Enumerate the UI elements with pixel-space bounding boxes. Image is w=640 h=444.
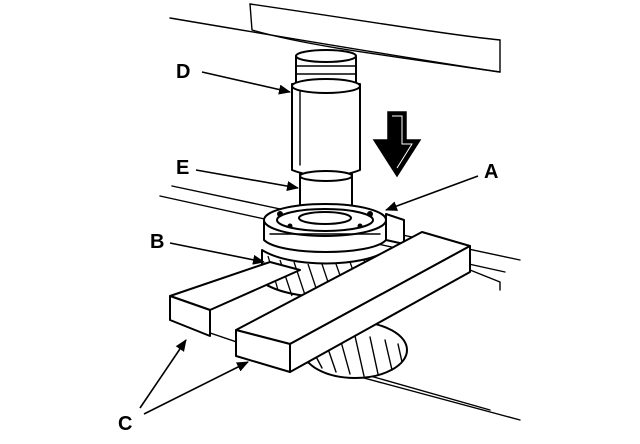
label-d: D (176, 61, 190, 83)
press-direction-arrow (372, 111, 422, 178)
label-leaders (139, 71, 479, 415)
bearing (263, 203, 387, 253)
label-b: B (150, 231, 164, 253)
label-e: E (176, 157, 189, 179)
press-shaft (291, 49, 361, 218)
support-plates (169, 231, 471, 373)
press-plate (169, 3, 501, 73)
label-c: C (118, 413, 132, 435)
label-a: A (484, 161, 498, 183)
